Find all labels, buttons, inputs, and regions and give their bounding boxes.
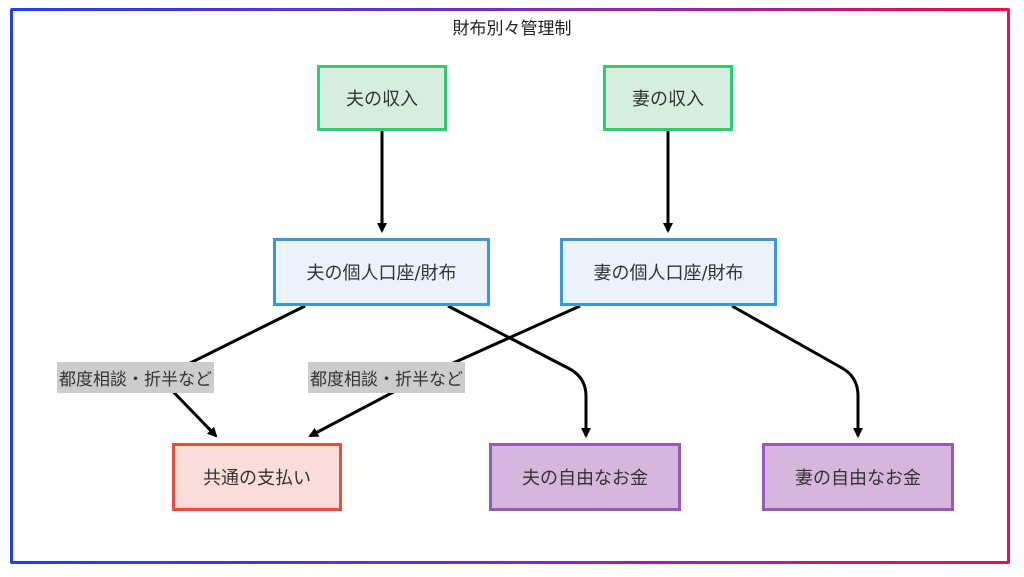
- node-wife-income: 妻の収入: [603, 65, 733, 131]
- node-husband-account: 夫の個人口座/財布: [273, 238, 490, 306]
- node-shared-payment: 共通の支払い: [172, 443, 342, 511]
- node-husband-free-money: 夫の自由なお金: [489, 443, 681, 511]
- edge-label-wife-to-shared: 都度相談・折半など: [308, 362, 465, 393]
- edge-label-husband-to-shared: 都度相談・折半など: [57, 362, 214, 393]
- node-husband-income: 夫の収入: [317, 65, 447, 131]
- edge-wife-account-to-free: [731, 304, 863, 438]
- node-wife-account: 妻の個人口座/財布: [560, 238, 777, 306]
- node-wife-free-money: 妻の自由なお金: [762, 443, 954, 511]
- edge-husband-account-to-free: [447, 304, 591, 438]
- diagram-title: 財布別々管理制: [452, 19, 572, 39]
